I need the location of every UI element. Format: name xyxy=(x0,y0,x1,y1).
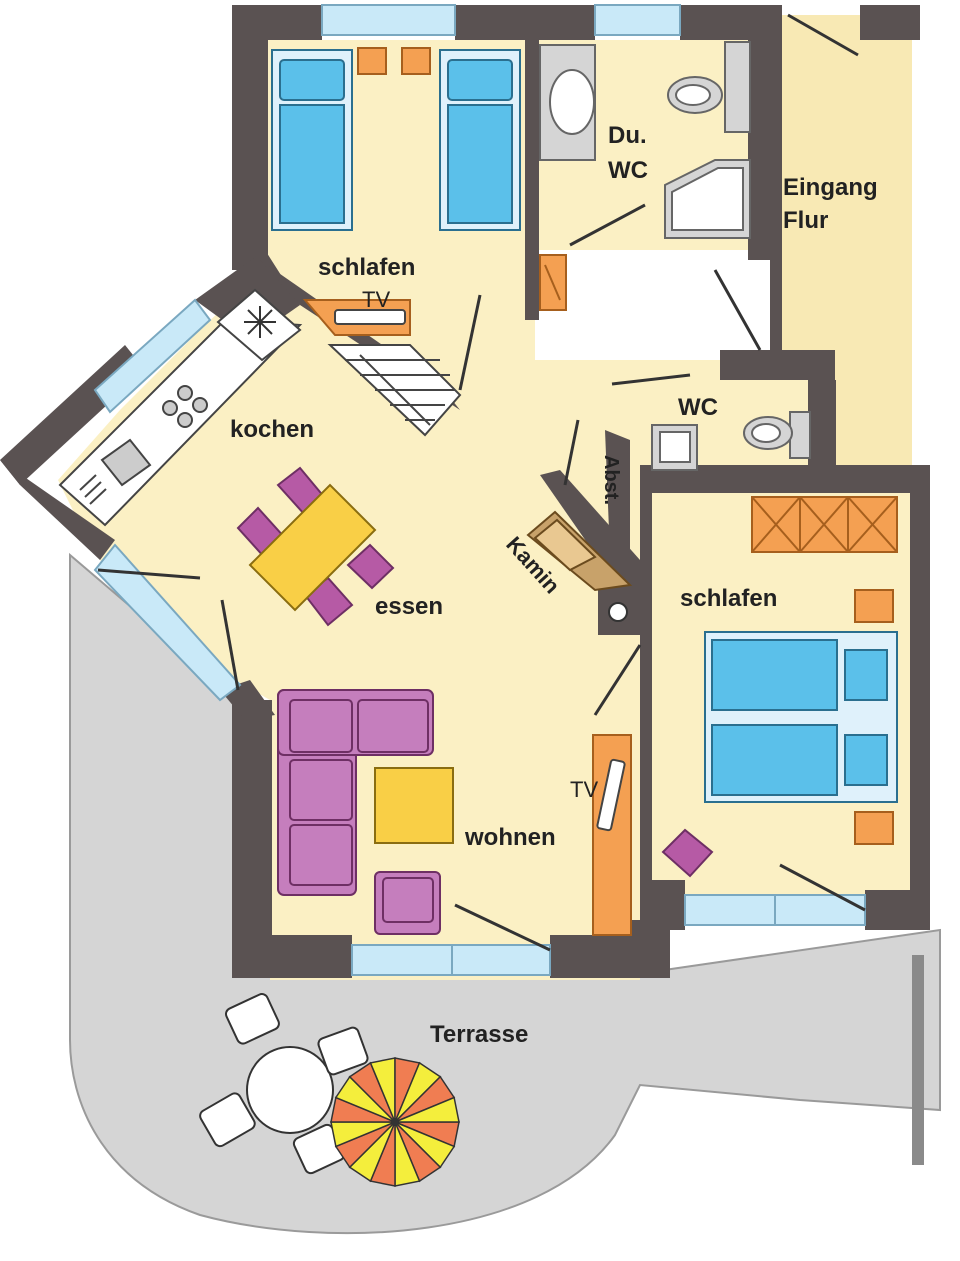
terrace-railing xyxy=(912,955,924,1165)
bedroom-1 xyxy=(271,47,521,437)
room-label-schlafen-1: schlafen xyxy=(318,254,415,281)
walls xyxy=(0,5,930,978)
room-label-wohnen: wohnen xyxy=(464,824,556,851)
room-label-wc-1: WC xyxy=(608,157,648,184)
umbrella-icon xyxy=(330,1057,460,1187)
stove-icon xyxy=(162,385,208,428)
sink-icon xyxy=(79,438,152,505)
bedroom-2 xyxy=(661,496,898,878)
window-bedroom-top xyxy=(321,4,456,36)
dining-table xyxy=(248,483,377,612)
stool xyxy=(661,828,714,878)
labels: schlafen TV Du. WC Eingang Flur kochen e… xyxy=(230,122,878,1048)
windows xyxy=(93,4,866,976)
terrace-furniture xyxy=(199,993,460,1187)
room-label-kochen: kochen xyxy=(230,416,314,443)
toilet-icon xyxy=(667,41,751,133)
room-label-eingang: Eingang xyxy=(783,174,878,201)
bathroom xyxy=(539,41,751,311)
tv-label: TV xyxy=(570,777,598,802)
window-dining xyxy=(93,543,242,702)
room-label-flur: Flur xyxy=(783,207,828,234)
toilet-icon xyxy=(743,411,811,459)
sink-icon xyxy=(549,69,595,135)
room-label-abst: Abst. xyxy=(600,455,622,505)
chair-3 xyxy=(346,543,395,590)
nightstand-right xyxy=(401,47,431,75)
living xyxy=(277,689,632,936)
tv-label: TV xyxy=(362,287,390,312)
nightstand-left xyxy=(357,47,387,75)
doors xyxy=(97,13,866,952)
window-living xyxy=(351,944,453,976)
tv xyxy=(334,309,406,325)
room-label-wc-2: WC xyxy=(678,394,718,421)
wc-room xyxy=(651,411,811,471)
room-label-terrasse: Terrasse xyxy=(430,1021,528,1048)
fireplace xyxy=(526,510,633,622)
umbrella-segment xyxy=(394,1096,460,1123)
window-kitchen xyxy=(93,298,212,414)
room-label-essen: essen xyxy=(375,593,443,620)
umbrella-pole xyxy=(391,1118,399,1126)
tv xyxy=(596,758,626,832)
kitchen xyxy=(58,288,303,527)
snowflake-icon xyxy=(244,306,276,338)
window-living-2 xyxy=(451,944,551,976)
window-bedroom-2 xyxy=(684,894,776,926)
room-label-schlafen-2: schlafen xyxy=(680,585,777,612)
window-bath-top xyxy=(594,4,681,36)
room-label-du: Du. xyxy=(608,122,647,149)
window-bedroom-2b xyxy=(774,894,866,926)
coffee-table xyxy=(374,767,454,844)
round-table xyxy=(246,1046,334,1134)
shower-icon xyxy=(664,159,751,239)
dining xyxy=(236,466,395,627)
